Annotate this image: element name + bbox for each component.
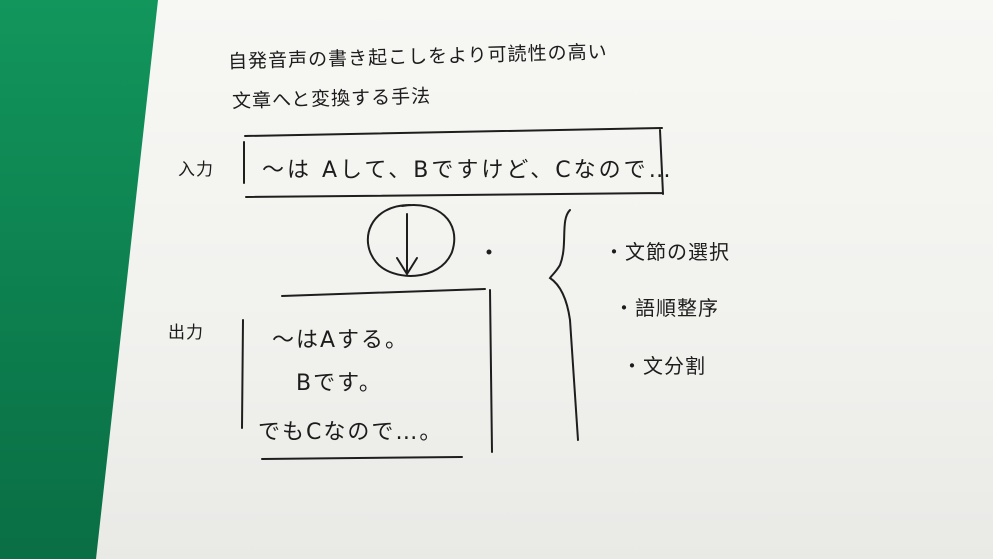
input-label: 入力	[178, 160, 214, 180]
input-text: 〜は Aして、Bですけど、Cなので…	[262, 158, 674, 183]
arrow-circle	[366, 204, 456, 277]
title-line-2: 文章へと変換する手法	[231, 85, 432, 113]
output-line-3: でもCなので…。	[258, 420, 444, 445]
input-box-outline	[243, 127, 664, 198]
dot-mark	[486, 249, 492, 255]
output-box-outline	[241, 288, 493, 460]
curly-brace	[548, 209, 579, 441]
step-item-2: ・語順整序	[614, 296, 719, 320]
output-line-1: 〜はAする。	[272, 328, 410, 353]
step-item-1: ・文節の選択	[604, 240, 730, 264]
output-line-2: Bです。	[296, 371, 383, 396]
output-label: 出力	[168, 323, 204, 343]
step-item-3: ・文分割	[622, 354, 706, 378]
down-arrow	[396, 213, 418, 276]
